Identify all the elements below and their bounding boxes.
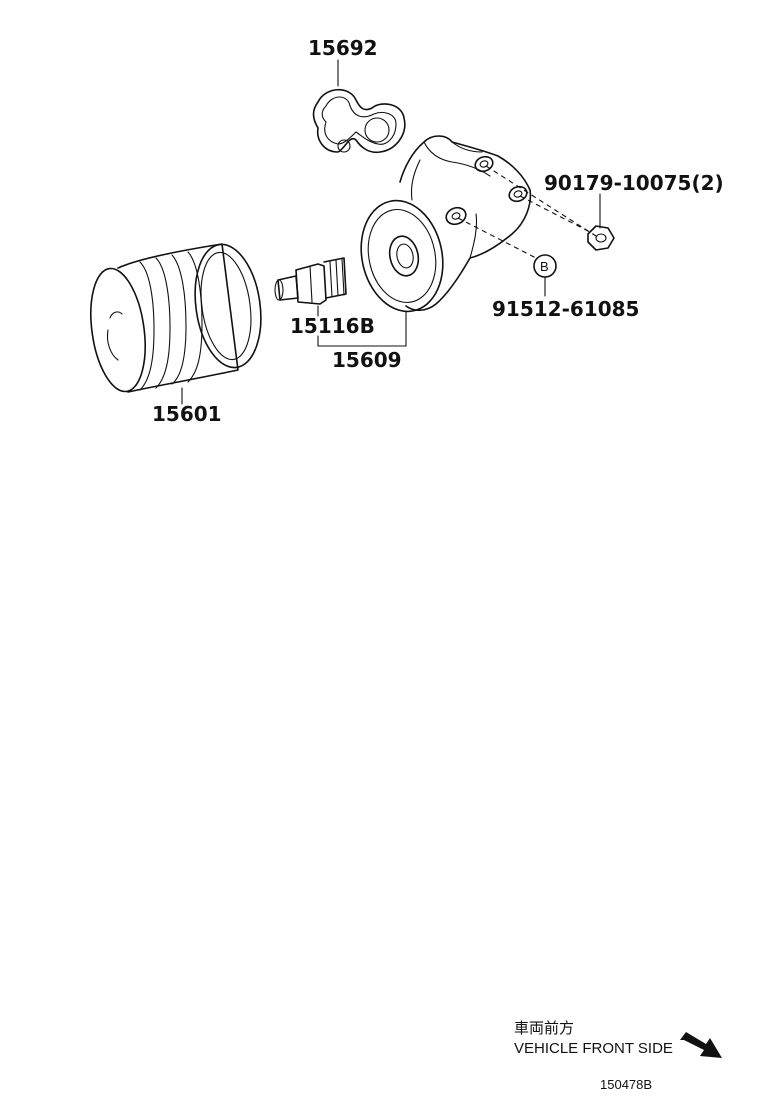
- stud-guide-line: [457, 217, 537, 259]
- part-label-15116b: 15116B: [290, 314, 375, 338]
- diagram-code: 150478B: [600, 1077, 652, 1092]
- stud-marker-letter: B: [540, 259, 549, 274]
- part-label-15601: 15601: [152, 402, 222, 426]
- gasket-15692-drawing[interactable]: [312, 59, 406, 154]
- stud-marker[interactable]: B: [533, 254, 557, 297]
- bolt-90179-10075-drawing[interactable]: [587, 193, 615, 251]
- part-label-15692: 15692: [308, 36, 378, 60]
- bolt-guide-line: [485, 165, 597, 237]
- vehicle-front-english: VEHICLE FRONT SIDE: [514, 1040, 673, 1057]
- vehicle-front-japanese: 車両前方: [514, 1020, 574, 1037]
- part-label-91512-61085: 91512-61085: [492, 297, 639, 321]
- part-label-15609: 15609: [332, 348, 402, 372]
- oil-filter-15601-drawing[interactable]: [84, 240, 269, 405]
- part-label-90179-10075: 90179-10075(2): [544, 171, 724, 195]
- bolt-guide-line-2: [519, 195, 591, 233]
- union-15116b-drawing[interactable]: [274, 257, 347, 317]
- bracket-leader-line: [317, 311, 407, 347]
- bracket-15609-drawing[interactable]: [351, 135, 532, 319]
- vehicle-front-arrow-icon: [680, 1032, 722, 1058]
